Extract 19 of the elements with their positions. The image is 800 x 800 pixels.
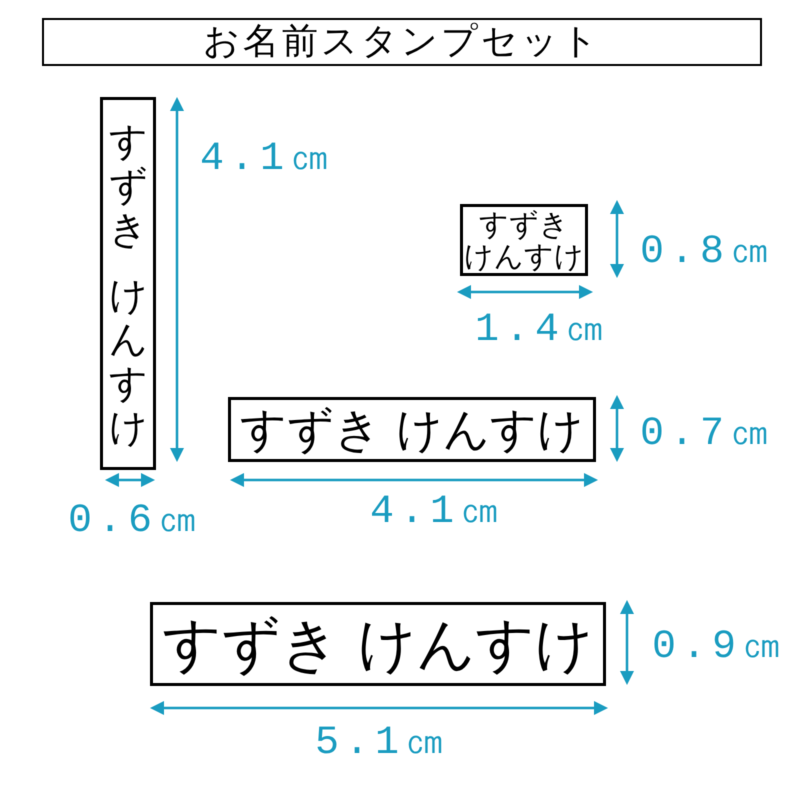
stamp-text: すずき けんすけ <box>162 612 594 676</box>
dimension-label: 0.7㎝ <box>640 413 776 457</box>
dimension-label: 0.8㎝ <box>640 231 776 275</box>
name-stamp <box>460 204 588 276</box>
name-stamp <box>100 97 156 470</box>
dimension-label: 4.1㎝ <box>200 138 336 182</box>
stamp-text: けんすけ <box>109 272 147 448</box>
dimension-label: 5.1㎝ <box>315 722 452 766</box>
dimension-label: 0.9㎝ <box>652 626 788 670</box>
title: お名前スタンプセット <box>42 18 762 66</box>
name-stamp <box>228 397 596 462</box>
stamp-text: すずき けんすけ <box>240 404 584 455</box>
dimension-label: 1.4㎝ <box>475 309 612 353</box>
dimension-label: 4.1㎝ <box>370 491 506 535</box>
dimension-label: 0.6㎝ <box>68 500 204 544</box>
stamp-text: すずき <box>479 208 569 240</box>
name-stamp <box>150 602 606 686</box>
stamp-text: けんすけ <box>464 240 584 272</box>
stamp-text: すずき <box>109 118 147 250</box>
